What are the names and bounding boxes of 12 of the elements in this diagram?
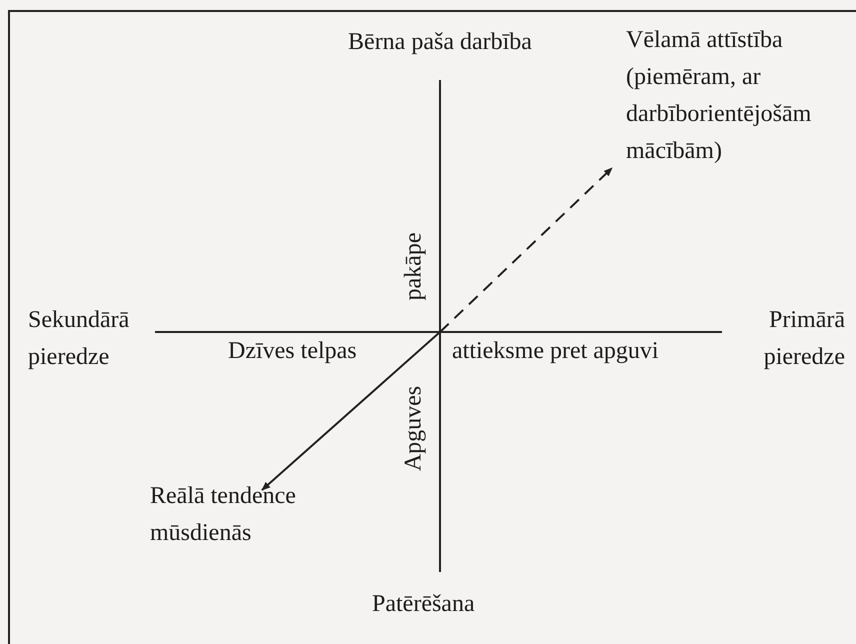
text-label: Sekundārā pieredze [28,306,130,372]
arrow [261,331,441,491]
node-text: Reālā tendence mūsdienās [150,482,297,548]
arrow [439,167,613,333]
axis-label: pakāpe [400,232,428,302]
text-label: attieksme pret apguvi [452,337,660,366]
text-label: Dzīves telpas [228,337,358,366]
text-label: Patērēšana [372,590,476,619]
text-label: Bērna paša darbība [347,28,533,57]
axis-label: Apguves [400,384,428,474]
text-label: Primārā pieredze [762,306,845,372]
node-text: Vēlamā attīstība (piemēram, ar darbīborientējošām mācībām) [626,26,812,166]
